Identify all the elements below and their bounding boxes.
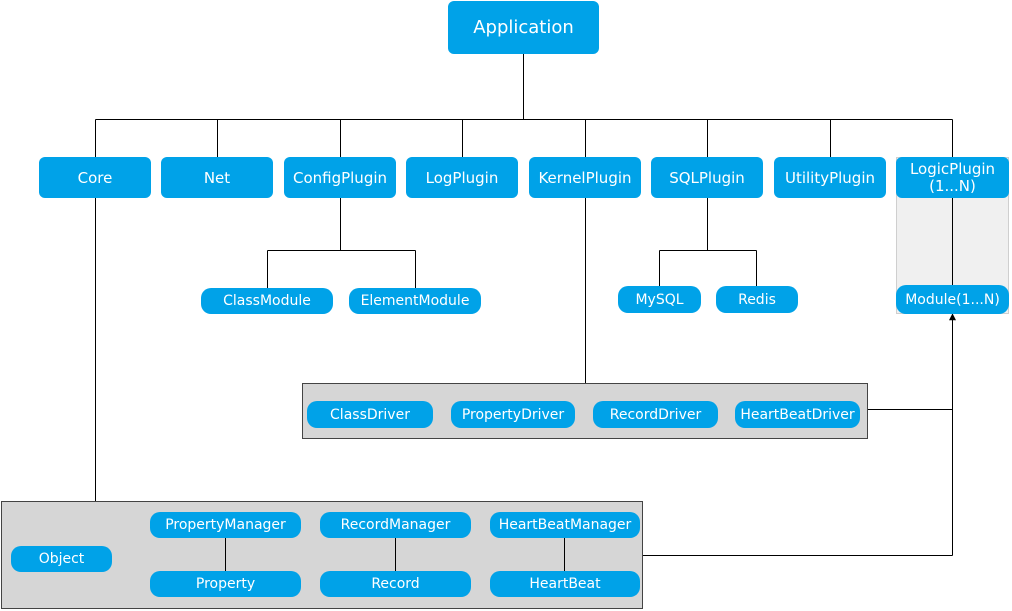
property-node: Property	[150, 571, 301, 597]
application-node: Application	[448, 1, 599, 54]
heartbeat-driver-node: HeartBeatDriver	[735, 401, 860, 428]
class-module-node: ClassModule	[201, 288, 333, 314]
heartbeat-node: HeartBeat	[490, 571, 640, 597]
logic-plugin-title: LogicPlugin	[909, 159, 996, 178]
kernel-plugin-node: KernelPlugin	[529, 157, 641, 198]
redis-node: Redis	[716, 286, 798, 313]
mysql-node: MySQL	[618, 286, 701, 313]
record-driver-node: RecordDriver	[593, 401, 718, 428]
logic-module-node: Module(1...N)	[896, 285, 1009, 314]
log-plugin-node: LogPlugin	[406, 157, 518, 198]
property-manager-node: PropertyManager	[150, 512, 301, 538]
logic-plugin-node: LogicPlugin (1...N)	[896, 157, 1009, 198]
net-node: Net	[161, 157, 273, 198]
record-manager-node: RecordManager	[320, 512, 471, 538]
class-driver-node: ClassDriver	[307, 401, 433, 428]
utility-plugin-node: UtilityPlugin	[774, 157, 886, 198]
element-module-node: ElementModule	[349, 288, 481, 314]
config-plugin-node: ConfigPlugin	[284, 157, 396, 198]
sql-plugin-node: SQLPlugin	[651, 157, 763, 198]
property-driver-node: PropertyDriver	[451, 401, 575, 428]
object-node: Object	[11, 546, 112, 572]
logic-plugin-count: (1...N)	[929, 176, 976, 195]
record-node: Record	[320, 571, 471, 597]
core-node: Core	[39, 157, 151, 198]
heartbeat-manager-node: HeartBeatManager	[490, 512, 640, 538]
